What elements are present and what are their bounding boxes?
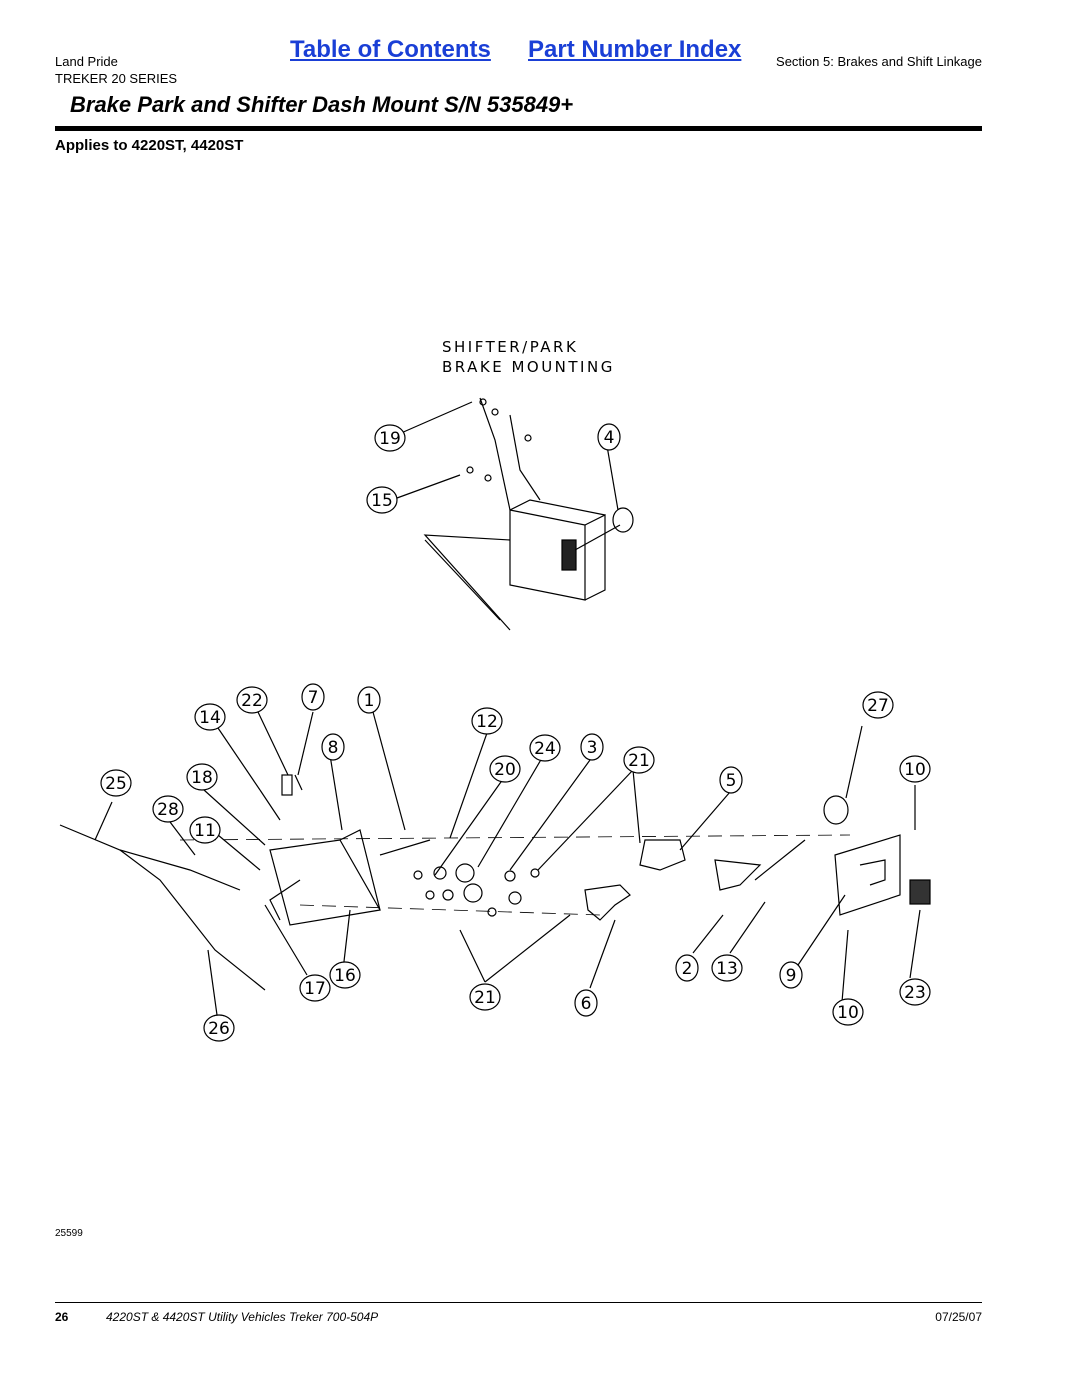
callout-label: 15 [371, 491, 393, 511]
applies-to-text: Applies to 4220ST, 4420ST [55, 137, 244, 154]
callout-bubble [580, 733, 604, 761]
callout-bubble [374, 424, 406, 452]
callout-label: 4 [604, 428, 615, 448]
callout-bubble [357, 686, 381, 714]
section-title: Section 5: Brakes and Shift Linkage [776, 54, 982, 69]
callout-label: 16 [334, 966, 356, 986]
callout-label: 21 [474, 988, 496, 1008]
callout-bubble [529, 734, 561, 762]
callout-label: 1 [364, 691, 375, 711]
callout-bubble [100, 769, 132, 797]
figure-number: 25599 [55, 1228, 83, 1239]
callout-label: 14 [199, 708, 221, 728]
callout-label: 9 [786, 966, 797, 986]
page-title: Brake Park and Shifter Dash Mount S/N 53… [70, 92, 574, 117]
callout-bubble [711, 954, 743, 982]
brake-assembly-drawing [59, 774, 931, 991]
callout-label: 21 [628, 751, 650, 771]
callout-label: 11 [194, 821, 216, 841]
callout-bubble [301, 683, 325, 711]
shifter-assembly-drawing [423, 397, 634, 631]
callout-bubble [366, 486, 398, 514]
callout-bubble [152, 795, 184, 823]
callout-label: 3 [587, 738, 598, 758]
callout-bubble [299, 974, 331, 1002]
callout-label: 27 [867, 696, 889, 716]
callout-bubble [597, 423, 621, 451]
callout-label: 2 [682, 959, 693, 979]
callout-label: 10 [837, 1003, 859, 1023]
callout-bubble [203, 1014, 235, 1042]
callout-bubble [623, 746, 655, 774]
callout-label: 24 [534, 739, 556, 759]
callout-label: 26 [208, 1019, 230, 1039]
callout-bubble [489, 755, 521, 783]
table-of-contents-link[interactable]: Table of Contents [290, 36, 491, 63]
callout-label: 13 [716, 959, 738, 979]
callout-bubble [471, 707, 503, 735]
callout-label: 20 [494, 760, 516, 780]
callout-bubble [329, 961, 361, 989]
page-number: 26 [55, 1310, 69, 1324]
callout-bubble [899, 755, 931, 783]
callout-label: 6 [581, 994, 592, 1014]
document-date: 07/25/07 [935, 1310, 982, 1324]
callout-label: 25 [105, 774, 127, 794]
callout-bubble [236, 686, 268, 714]
callout-bubble [194, 703, 226, 731]
callout-bubble [186, 763, 218, 791]
callout-bubble [719, 766, 743, 794]
callout-label: 18 [191, 768, 213, 788]
callout-bubble [189, 816, 221, 844]
callout-label: 23 [904, 983, 926, 1003]
callout-bubble [862, 691, 894, 719]
callout-label: 19 [379, 429, 401, 449]
callout-bubble [899, 978, 931, 1006]
footer-rule [55, 1302, 982, 1303]
diagram-heading-1: SHIFTER/PARK [442, 338, 578, 356]
callout-label: 12 [476, 712, 498, 732]
header-rule [55, 126, 982, 131]
part-number-index-link[interactable]: Part Number Index [528, 36, 742, 63]
callout-bubble [779, 961, 803, 989]
callout-label: 5 [726, 771, 737, 791]
callout-label: 17 [304, 979, 326, 999]
callout-bubble [321, 733, 345, 761]
callout-bubble [832, 998, 864, 1026]
brand-name: Land Pride [55, 54, 118, 69]
document-title: 4220ST & 4420ST Utility Vehicles Treker … [106, 1310, 379, 1324]
series-name: TREKER 20 SERIES [55, 71, 178, 86]
callout-label: 7 [308, 688, 319, 708]
callout-bubble [574, 989, 598, 1017]
callout-label: 8 [328, 738, 339, 758]
callout-label: 22 [241, 691, 263, 711]
callout-label: 28 [157, 800, 179, 820]
callout-bubble [675, 954, 699, 982]
callout-bubble [469, 983, 501, 1011]
callout-label: 10 [904, 760, 926, 780]
diagram-heading-2: BRAKE MOUNTING [442, 358, 615, 376]
